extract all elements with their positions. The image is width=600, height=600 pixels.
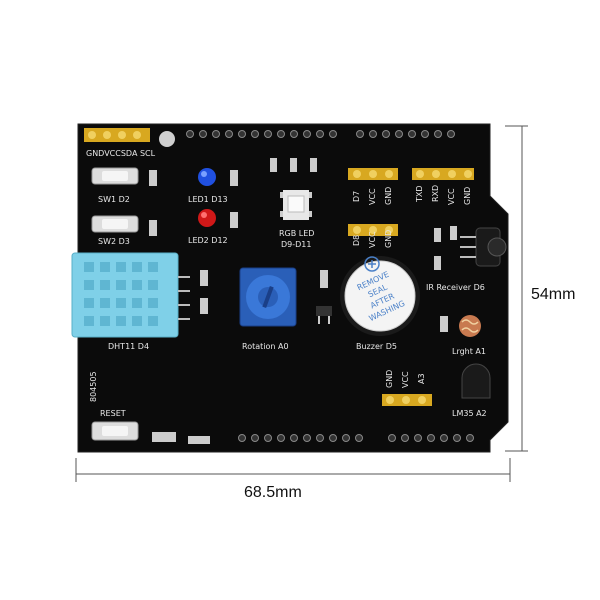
buzzer [340, 256, 420, 336]
label-vcc1: VCC [368, 188, 377, 205]
rotation-label: Rotation A0 [242, 342, 289, 351]
label-vcc2: VCC [368, 231, 377, 248]
width-dimension-label: 68.5mm [244, 484, 302, 501]
label-txd: TXD [415, 185, 424, 203]
rgb-led [280, 190, 312, 220]
dimension-lines [75, 125, 528, 482]
resistor-light [440, 316, 448, 332]
label-gnd3: GND [463, 187, 472, 205]
resistors-dht [200, 270, 208, 314]
header-serial [412, 168, 474, 180]
resistor-led2 [230, 212, 238, 228]
label-gnd2: GND [384, 230, 393, 248]
resistors-ir [434, 226, 457, 270]
label-vcc3: VCC [447, 188, 456, 205]
resistors-bottom [152, 432, 210, 444]
transistor-small [316, 270, 332, 324]
height-dimension-label: 54mm [531, 286, 576, 303]
reset-label: RESET [100, 409, 126, 418]
header-d7 [348, 168, 398, 180]
mounting-hole [159, 131, 175, 147]
light-sensor [459, 315, 481, 337]
rgb-label-2: D9-D11 [281, 240, 311, 249]
header-top-left-label: GNDVCCSDA SCL [86, 149, 156, 158]
light-label: Lrght A1 [452, 347, 486, 356]
led1-label: LED1 D13 [188, 195, 228, 204]
resistors-rgb [270, 158, 317, 172]
label-gnd4: GND [385, 370, 394, 388]
header-top-left [84, 128, 150, 142]
dht11-sensor [71, 252, 190, 338]
resistor-sw1 [149, 170, 157, 186]
label-a3: A3 [417, 373, 426, 384]
reset-button [91, 421, 139, 441]
label-d7: D7 [352, 191, 361, 202]
buzzer-label: Buzzer D5 [356, 342, 397, 351]
potentiometer [239, 267, 297, 327]
rgb-label-1: RGB LED [279, 229, 314, 238]
label-vcc4: VCC [401, 371, 410, 388]
sw2-label: SW2 D3 [98, 237, 130, 246]
header-d8 [348, 224, 398, 236]
sw1-label: SW1 D2 [98, 195, 130, 204]
dht-label: DHT11 D4 [108, 342, 149, 351]
switch-sw2 [91, 215, 139, 233]
lm35-label: LM35 A2 [452, 409, 487, 418]
led2-red [198, 209, 216, 227]
resistor-led1 [230, 170, 238, 186]
led2-label: LED2 D12 [188, 236, 228, 245]
led1-blue [198, 168, 216, 186]
ir-receiver [460, 227, 507, 267]
resistor-sw2 [149, 220, 157, 236]
serial-number: 804505 [89, 371, 98, 402]
label-rxd: RXD [431, 185, 440, 202]
label-gnd1: GND [384, 187, 393, 205]
lm35-sensor [461, 363, 491, 399]
switch-sw1 [91, 167, 139, 185]
label-d8: D8 [352, 235, 361, 246]
ir-label: IR Receiver D6 [426, 283, 485, 292]
header-a3 [382, 394, 432, 406]
bottom-pin-row [238, 434, 474, 442]
top-pin-row [186, 130, 455, 138]
